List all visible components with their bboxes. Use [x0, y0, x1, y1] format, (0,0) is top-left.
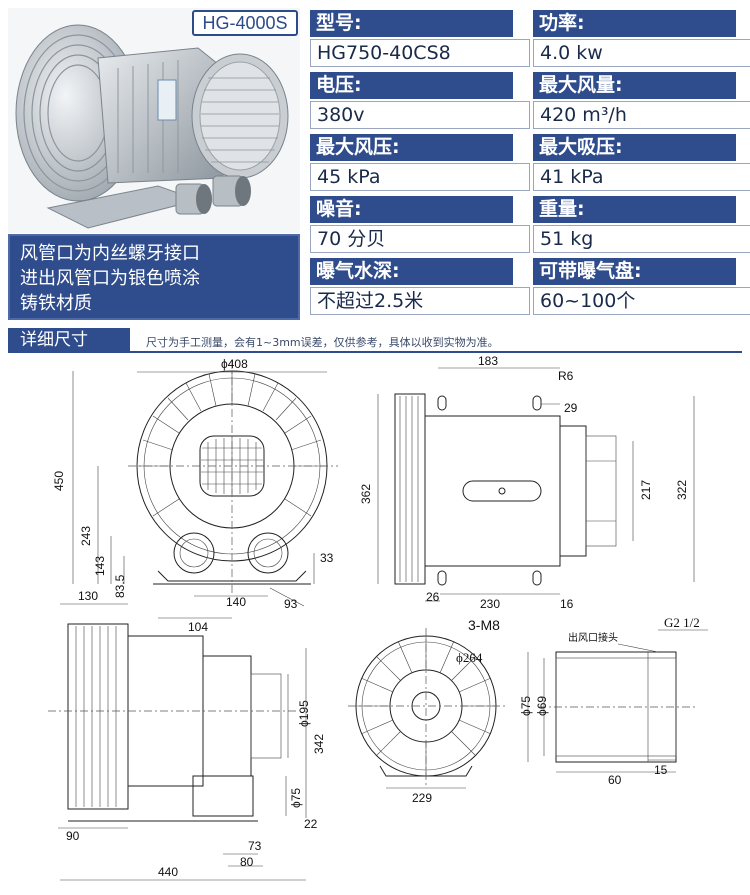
spec-label: 最大风量:	[533, 72, 736, 99]
dim-label: 3-M8	[468, 617, 500, 633]
product-photo	[8, 8, 300, 233]
spec-label: 重量:	[533, 196, 736, 223]
model-badge: HG-4000S	[192, 10, 298, 36]
spec-value: 45 kPa	[310, 163, 530, 191]
flange-view: ϕ264 229	[348, 628, 508, 805]
spec-label: 电压:	[310, 72, 513, 99]
dim-label: 16	[560, 597, 574, 611]
dim-label: ϕ264	[456, 650, 483, 665]
spec-voltage: 电压: 380v	[310, 72, 530, 129]
spec-label: 最大吸压:	[533, 134, 736, 161]
spec-max-airflow: 最大风量: 420 m³/h	[533, 72, 750, 129]
spec-value: 60~100个	[533, 287, 750, 315]
dim-label: 342	[312, 734, 326, 754]
spec-value: HG750-40CS8	[310, 39, 530, 67]
dim-label: 93	[284, 597, 298, 611]
dim-label: 243	[79, 526, 93, 546]
pipe-view: 出风口接头 G2 1/2 ϕ75 ϕ69 60 15	[519, 615, 708, 787]
dim-label: 90	[66, 829, 80, 843]
feature-line: 铸铁材质	[20, 293, 92, 314]
spec-aeration-discs: 可带曝气盘: 60~100个	[533, 258, 750, 315]
dim-label: 183	[478, 356, 498, 368]
dim-label: G2 1/2	[664, 615, 700, 630]
spec-max-pressure: 最大风压: 45 kPa	[310, 134, 530, 191]
dim-label: 362	[359, 484, 373, 504]
dim-label: 83.5	[113, 574, 127, 598]
dimensions-header: 详细尺寸 尺寸为手工测量，会有1~3mm误差，仅供参考，具体以收到实物为准。	[8, 328, 742, 353]
dim-label: 60	[608, 773, 622, 787]
dim-label: ϕ75	[519, 696, 533, 716]
spec-label: 曝气水深:	[310, 258, 513, 285]
bottom-side-view: 130 ϕ195 342 ϕ75 22 90 73 80 440	[48, 589, 326, 881]
spec-model: 型号: HG750-40CS8	[310, 10, 530, 67]
dim-label: 143	[93, 556, 107, 576]
dim-label: 130	[78, 589, 98, 603]
front-view: ϕ408 450 243 143 83.5 33 140 93 104	[52, 357, 338, 634]
spec-value: 420 m³/h	[533, 101, 750, 129]
dim-label: ϕ75	[289, 788, 303, 808]
spec-power: 功率: 4.0 kw	[533, 10, 750, 67]
spec-label: 噪音:	[310, 196, 513, 223]
dim-label: 440	[158, 865, 178, 879]
spec-value: 4.0 kw	[533, 39, 750, 67]
dim-label: 33	[320, 551, 334, 565]
dimensions-title: 详细尺寸	[8, 328, 130, 353]
pipe-label: 出风口接头	[568, 631, 618, 644]
dim-label: 229	[412, 791, 432, 805]
dim-label: 230	[480, 597, 500, 611]
spec-weight: 重量: 51 kg	[533, 196, 750, 253]
spec-label: 型号:	[310, 10, 513, 37]
spec-value: 不超过2.5米	[310, 287, 530, 315]
dim-label: 104	[188, 620, 208, 634]
spec-value: 51 kg	[533, 225, 750, 253]
spec-label: 功率:	[533, 10, 736, 37]
dim-label: ϕ69	[535, 696, 549, 716]
spec-max-suction: 最大吸压: 41 kPa	[533, 134, 750, 191]
dim-label: 29	[564, 401, 578, 415]
dim-label: R6	[558, 369, 574, 383]
technical-drawing: ϕ408 450 243 143 83.5 33 140 93 104	[48, 356, 708, 881]
spec-label: 最大风压:	[310, 134, 513, 161]
spec-label: 可带曝气盘:	[533, 258, 736, 285]
dim-label: 140	[226, 595, 246, 609]
dim-label: 450	[52, 471, 66, 491]
dim-label: 22	[304, 817, 318, 831]
dimensions-note: 尺寸为手工测量，会有1~3mm误差，仅供参考，具体以收到实物为准。	[146, 336, 499, 349]
side-view: 183 R6 29 362 217 322 26 230 16 3-M8	[359, 356, 695, 633]
spec-value: 41 kPa	[533, 163, 750, 191]
dim-label: ϕ408	[221, 357, 248, 371]
feature-line: 风管口为内丝螺牙接口	[20, 243, 200, 264]
feature-box: 风管口为内丝螺牙接口 进出风管口为银色喷涂 铸铁材质	[8, 234, 300, 320]
dim-label: ϕ195	[297, 700, 311, 727]
spec-noise: 噪音: 70 分贝	[310, 196, 530, 253]
dim-label: 217	[639, 480, 653, 500]
dim-label: 26	[426, 590, 440, 604]
dim-label: 15	[654, 763, 668, 777]
dim-label: 80	[240, 855, 254, 869]
dim-label: 322	[675, 480, 689, 500]
feature-line: 进出风管口为银色喷涂	[20, 268, 200, 289]
spec-aeration-depth: 曝气水深: 不超过2.5米	[310, 258, 530, 315]
spec-value: 380v	[310, 101, 530, 129]
dim-label: 73	[248, 839, 262, 853]
spec-value: 70 分贝	[310, 225, 530, 253]
